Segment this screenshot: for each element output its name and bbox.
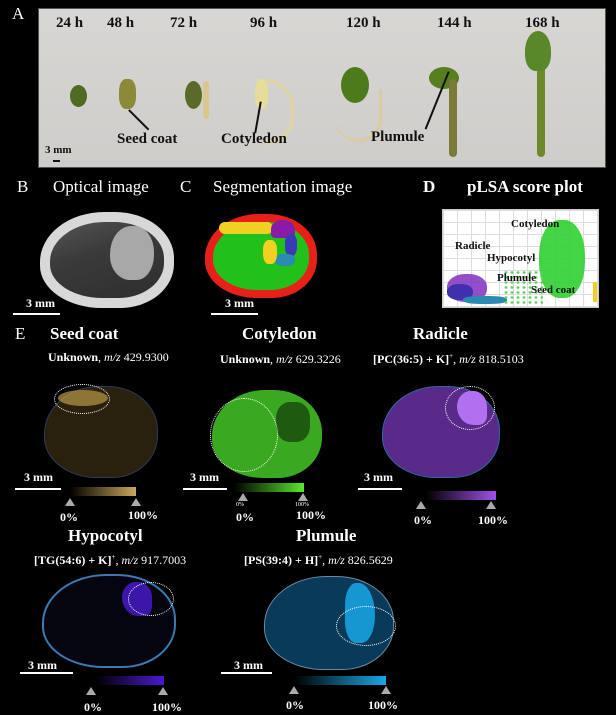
- ion-label: [PS(39:4) + H]+, m/z 826.5629: [244, 553, 393, 567]
- colorbar: [70, 487, 136, 496]
- timepoint-label: 120 h: [346, 15, 381, 31]
- highlight-region: [336, 606, 396, 646]
- highlight-region: [445, 386, 495, 430]
- tissue-name: Plumule: [296, 526, 357, 545]
- colorbar-max: 100%: [128, 508, 158, 522]
- timepoint-label: 48 h: [107, 15, 135, 31]
- scale-label: 3 mm: [28, 658, 57, 672]
- scale-label: 3 mm: [45, 144, 72, 156]
- scale-bar: [13, 313, 60, 315]
- highlight-region: [128, 582, 174, 616]
- scale-label: 3 mm: [24, 470, 53, 484]
- scale-label: 3 mm: [225, 296, 254, 310]
- msi-plumule: Plumule [PS(39:4) + H]+, m/z 826.5629 3 …: [210, 510, 420, 713]
- panel-d-letter: D: [423, 177, 436, 196]
- optical-image: [40, 212, 174, 308]
- colorbar-min: 0%: [286, 698, 304, 712]
- scale-bar: [15, 488, 61, 490]
- arrow-seed-coat: [128, 109, 150, 131]
- scale-bar: [221, 672, 272, 674]
- seed-72h: [185, 81, 202, 109]
- colorbar-min: 0%: [414, 513, 432, 527]
- panel-d-title: pLSA score plot: [467, 177, 583, 196]
- scale-label: 3 mm: [190, 470, 219, 484]
- panel-b-title: Optical image: [53, 177, 149, 196]
- scale-bar: [358, 488, 402, 490]
- annotation-cotyledon: Cotyledon: [221, 131, 287, 147]
- timepoint-label: 96 h: [250, 15, 278, 31]
- scale-bar: [53, 160, 60, 162]
- ion-label: Unknown, m/z 629.3226: [220, 352, 341, 366]
- msi-hypocotyl: Hypocotyl [TG(54:6) + K]+, m/z 917.7003 …: [0, 510, 210, 714]
- annotation-seed-coat: Seed coat: [117, 131, 178, 147]
- colorbar: [294, 676, 386, 685]
- germination-photo: 24 h 48 h 72 h 96 h 120 h 144 h 168 h Se…: [38, 8, 606, 168]
- scale-bar: [211, 313, 258, 315]
- colorbar-min: 0%: [236, 510, 254, 524]
- scale-bar: [183, 488, 227, 490]
- seed-168h: [537, 39, 545, 157]
- colorbar: [426, 491, 496, 500]
- panel-c-title: Segmentation image: [213, 177, 353, 196]
- colorbar-max: 100%: [296, 508, 326, 522]
- panel-a-letter: A: [12, 4, 25, 23]
- highlight-region: [210, 398, 278, 472]
- colorbar: [96, 676, 164, 685]
- msi-seed-coat: Seed coat Unknown, m/z 429.9300 3 mm 0% …: [0, 320, 200, 524]
- plsa-score-plot: Cotyledon Radicle Hypocotyl Plumule Seed…: [442, 209, 599, 308]
- panel-b-letter: B: [17, 177, 29, 196]
- segmentation-image: [205, 214, 317, 298]
- scale-label: 3 mm: [26, 296, 55, 310]
- tissue-name: Seed coat: [50, 324, 119, 343]
- timepoint-label: 168 h: [525, 15, 560, 31]
- timepoint-label: 24 h: [56, 15, 84, 31]
- seed-24h: [70, 85, 87, 107]
- seed-48h: [119, 79, 136, 109]
- tissue-name: Hypocotyl: [68, 526, 143, 545]
- colorbar-max: 100%: [152, 700, 182, 714]
- ion-label: [PC(36:5) + K]+, m/z 818.5103: [373, 352, 524, 366]
- panel-c-letter: C: [180, 177, 192, 196]
- timepoint-label: 72 h: [170, 15, 198, 31]
- tissue-name: Cotyledon: [242, 324, 317, 343]
- ion-label: Unknown, m/z 429.9300: [48, 350, 169, 364]
- highlight-region: [54, 384, 110, 414]
- colorbar-min: 0%: [60, 510, 78, 524]
- timepoint-label: 144 h: [437, 15, 472, 31]
- label-plumule: Plumule: [497, 272, 537, 284]
- colorbar-max: 100%: [368, 698, 398, 712]
- annotation-plumule: Plumule: [371, 129, 425, 145]
- tissue-name: Radicle: [413, 324, 468, 343]
- scale-label: 3 mm: [234, 658, 263, 672]
- label-hypocotyl: Hypocotyl: [487, 252, 536, 264]
- label-cotyledon: Cotyledon: [511, 218, 560, 230]
- ion-label: [TG(54:6) + K]+, m/z 917.7003: [34, 553, 187, 567]
- label-seed-coat: Seed coat: [531, 284, 576, 296]
- colorbar-min: 0%: [84, 700, 102, 714]
- colorbar-max: 100%: [478, 513, 508, 527]
- panel-e-letter: E: [15, 324, 26, 343]
- scale-label: 3 mm: [364, 470, 393, 484]
- scale-bar: [20, 672, 73, 674]
- msi-radicle: Radicle [PC(36:5) + K]+, m/z 818.5103 3 …: [350, 320, 616, 527]
- label-radicle: Radicle: [455, 240, 491, 252]
- msi-cotyledon: Cotyledon Unknown, m/z 629.3226 3 mm 0% …: [180, 320, 390, 524]
- colorbar: [234, 483, 304, 492]
